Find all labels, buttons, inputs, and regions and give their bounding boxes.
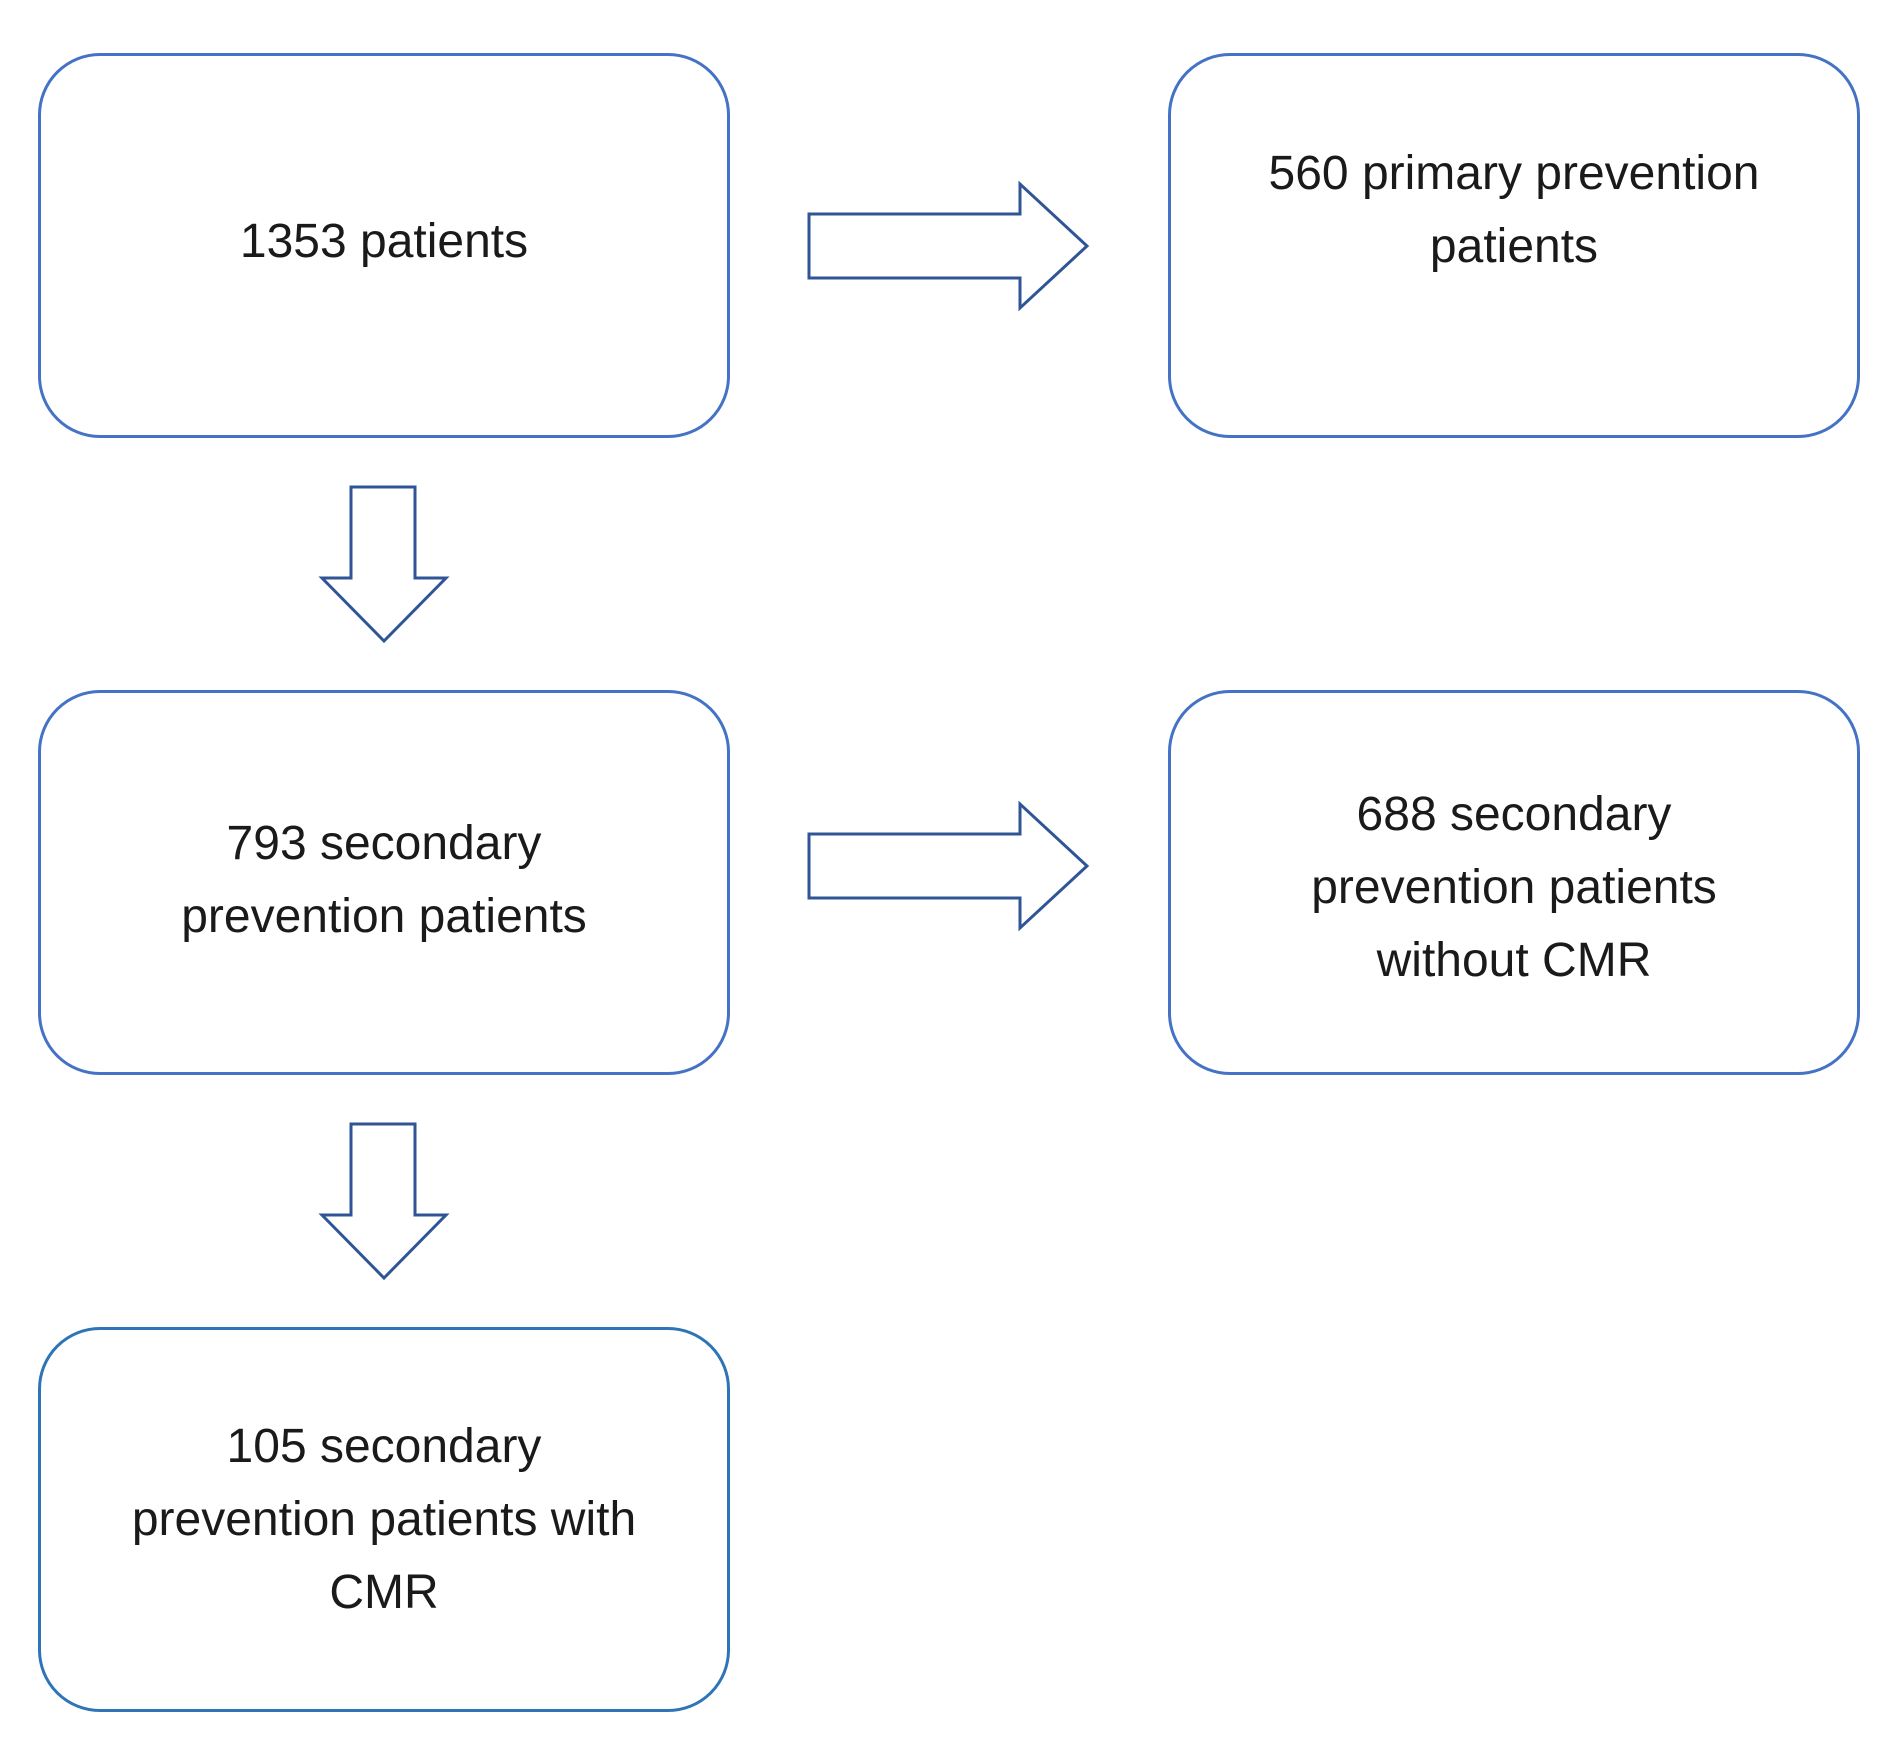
box-secondary-with-cmr-label: 105 secondary prevention patients with C…: [131, 1420, 637, 1619]
box-total-patients: 1353 patients: [38, 53, 730, 438]
box-secondary-without-cmr-label: 688 secondary prevention patients withou…: [1311, 788, 1717, 987]
down-arrow-icon: [318, 1122, 450, 1281]
right-arrow-icon: [807, 800, 1090, 932]
down-arrow-icon: [318, 485, 450, 644]
box-primary-prevention-label: 560 primary prevention patients: [1268, 146, 1760, 273]
box-secondary-prevention-label: 793 secondary prevention patients: [181, 817, 587, 943]
box-secondary-prevention: 793 secondary prevention patients: [38, 690, 730, 1075]
box-secondary-without-cmr: 688 secondary prevention patients withou…: [1168, 690, 1860, 1075]
box-secondary-with-cmr: 105 secondary prevention patients with C…: [38, 1327, 730, 1712]
box-total-patients-label: 1353 patients: [239, 215, 529, 268]
box-primary-prevention: 560 primary prevention patients: [1168, 53, 1860, 438]
right-arrow-icon: [807, 180, 1090, 312]
